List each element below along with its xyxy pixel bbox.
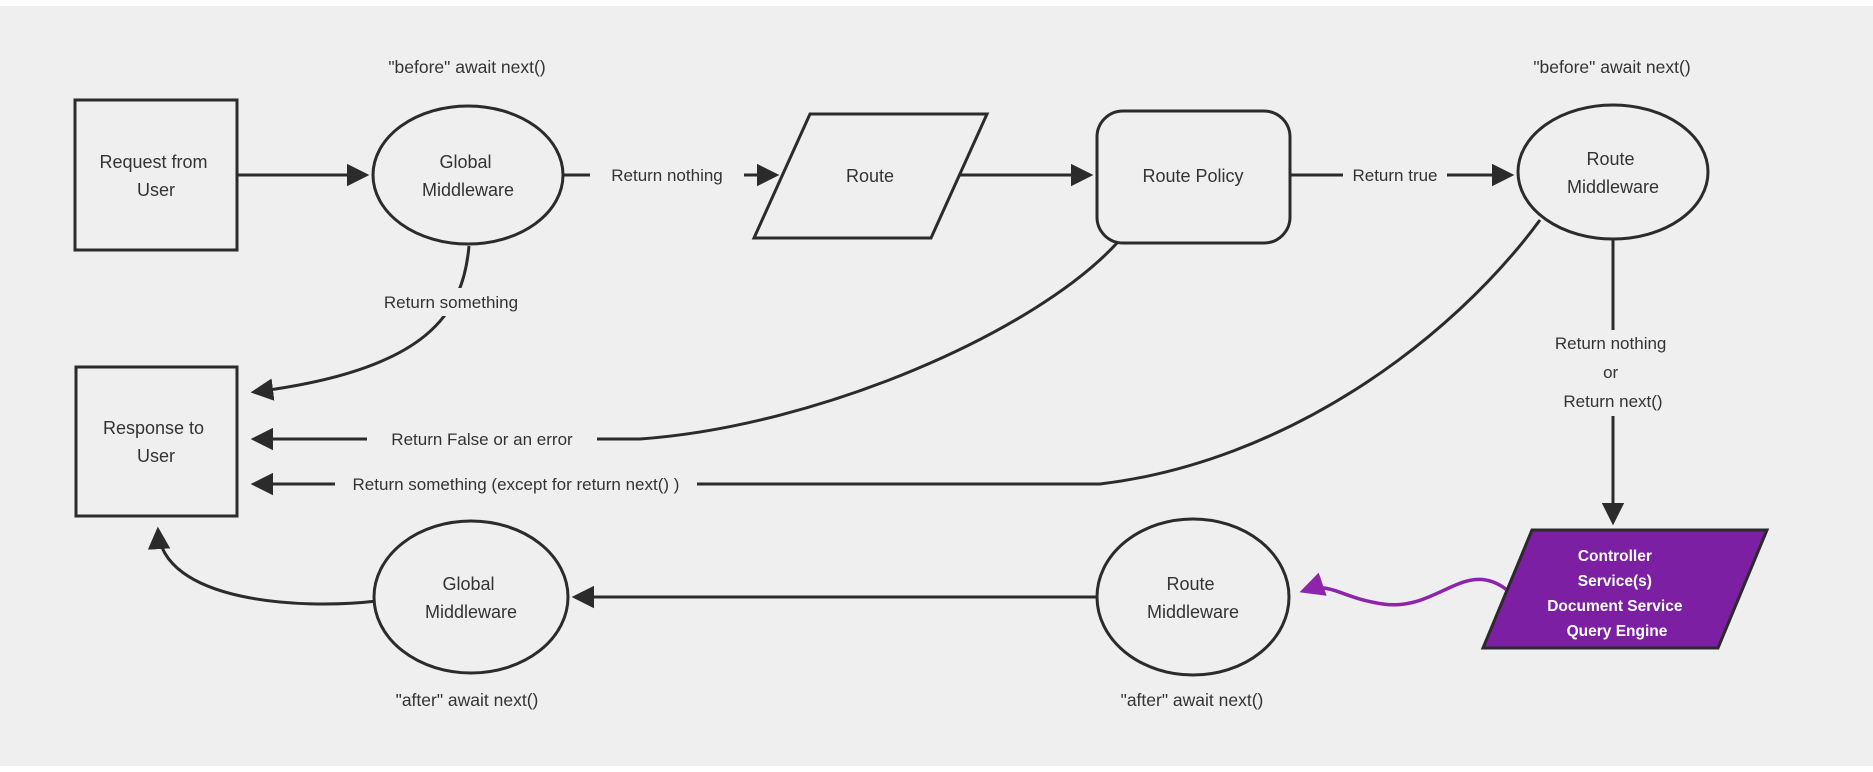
response-to-user-node xyxy=(74,365,239,518)
annotation-after-await-next-left: "after" await next() xyxy=(396,690,539,710)
annotation-before-await-next-right: "before" await next() xyxy=(1533,57,1690,77)
global-middleware-bottom-node xyxy=(372,519,570,675)
global-middleware-top-node xyxy=(371,104,565,246)
global-middleware-bottom-label: Global Middleware xyxy=(425,574,517,622)
edge-label-bg xyxy=(377,288,525,316)
edge-label-bg xyxy=(367,425,597,453)
global-middleware-top-label: Global Middleware xyxy=(422,152,514,200)
edge-route-middleware-return-something-except xyxy=(250,219,1542,496)
request-from-user-label: Request from User xyxy=(99,152,212,200)
controller-services-node xyxy=(1480,528,1770,650)
edge-label-return-nothing: Return nothing xyxy=(590,161,744,189)
edge-label-bg xyxy=(590,161,744,189)
annotation-before-await-next-left: "before" await next() xyxy=(388,57,545,77)
annotation-after-await-next-right: "after" await next() xyxy=(1121,690,1264,710)
edge-route-policy-return-false xyxy=(250,241,1119,451)
edge-label-text: Return nothing xyxy=(611,166,723,185)
route-middleware-bottom-label: Route Middleware xyxy=(1147,574,1239,622)
edge-label-text: Return true xyxy=(1352,166,1437,185)
request-from-user-node xyxy=(73,98,239,252)
route-node xyxy=(751,112,990,240)
route-policy-label: Route Policy xyxy=(1142,166,1243,186)
route-middleware-top-label: Route Middleware xyxy=(1567,149,1659,197)
edge-controller-to-route-middleware-bottom xyxy=(1299,572,1509,607)
route-middleware-top-node xyxy=(1516,103,1710,241)
edge-global-middleware-return-something xyxy=(250,245,471,401)
edge-label-return-nothing-or-next: Return nothing or Return next() xyxy=(1534,330,1692,416)
edge-global-middleware-bottom-to-response xyxy=(147,526,378,606)
edge-label-bg xyxy=(335,470,697,498)
edge-label-return-true: Return true xyxy=(1343,161,1447,189)
edge-label-text: Return False or an error xyxy=(391,430,573,449)
edge-label-return-something: Return something xyxy=(377,288,525,316)
edge-label-bg xyxy=(1343,161,1447,189)
edge-label-return-false: Return False or an error xyxy=(367,425,597,453)
route-label: Route xyxy=(846,166,894,186)
edge-label-bg xyxy=(1534,330,1692,416)
edge-label-text: Return something (except for return next… xyxy=(353,475,680,494)
edge-label-text: Return nothing or Return next() xyxy=(1555,334,1671,411)
response-to-user-label: Response to User xyxy=(103,418,209,466)
edge-label-text: Return something xyxy=(384,293,518,312)
route-middleware-bottom-node xyxy=(1095,517,1291,677)
edge-label-return-something-except: Return something (except for return next… xyxy=(335,470,697,498)
route-policy-node xyxy=(1095,109,1292,245)
controller-services-label: Controller Service(s) Document Service Q… xyxy=(1547,548,1687,640)
